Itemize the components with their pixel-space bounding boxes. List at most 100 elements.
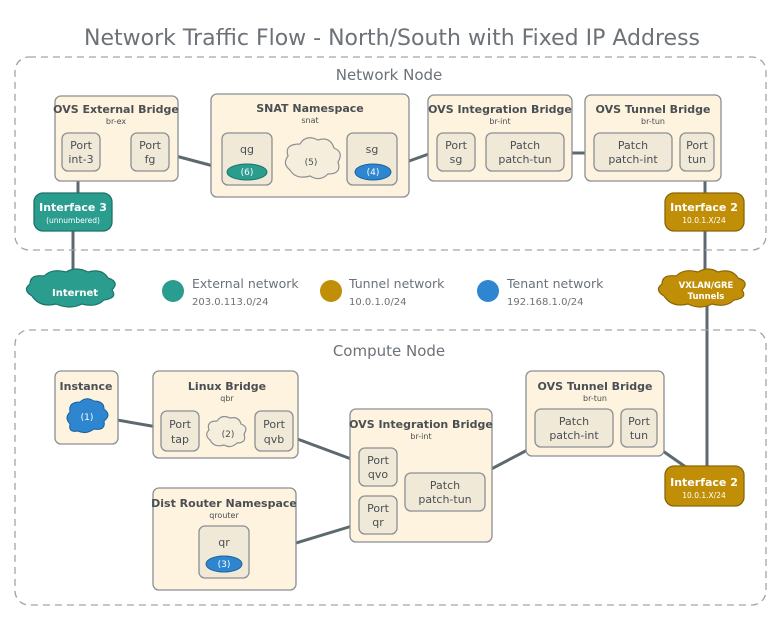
legend-external-cidr: 203.0.113.0/24	[192, 297, 269, 308]
net-iface2-title: Interface 2	[670, 201, 738, 214]
legend-tenant: Tenant network 192.168.1.0/24	[477, 276, 604, 308]
snat-num4: (4)	[367, 168, 380, 178]
cmp-int-qr-l1: Port	[367, 502, 389, 515]
cmp-int-patch-l1: Patch	[430, 479, 460, 492]
snat-sg: sg (4)	[346, 132, 398, 186]
cmp-int-qvo-l2: qvo	[368, 468, 388, 481]
cmp-int-patch-l2: patch-tun	[418, 493, 471, 506]
cmp-int-port-qr: Port qr	[358, 495, 398, 535]
linux-bridge-title: Linux Bridge	[188, 380, 266, 393]
cmp-iface2-sub: 10.0.1.X/24	[682, 491, 726, 500]
lb-num2: (2)	[222, 430, 235, 440]
cmp-tun-sub: br-tun	[583, 394, 607, 403]
legend-tenant-name: Tenant network	[506, 276, 604, 291]
linux-bridge: Linux Bridge qbr Port tap (2) Port qvb	[152, 370, 299, 459]
snat-cloud-6	[226, 163, 268, 181]
legend-tenant-cidr: 192.168.1.0/24	[507, 297, 584, 308]
iface3-title: Interface 3	[39, 201, 107, 214]
legend-tunnel-cidr: 10.0.1.0/24	[349, 297, 406, 308]
ovs-tunnel-bridge-compute: OVS Tunnel Bridge br-tun Patch patch-int…	[525, 370, 665, 457]
ovs-integration-bridge-compute: OVS Integration Bridge br-int Port qvo P…	[349, 408, 493, 543]
cmp-iface2-title: Interface 2	[670, 476, 738, 489]
net-int-patch-tun: Patch patch-tun	[485, 132, 565, 172]
iface3-sub: (unnumbered)	[46, 216, 100, 225]
port-fg-l2: fg	[145, 153, 156, 166]
diagram-title: Network Traffic Flow - North/South with …	[84, 26, 700, 51]
snat-sub: snat	[301, 116, 318, 125]
interface-2-network: Interface 2 10.0.1.X/24	[664, 192, 745, 232]
lb-port-tap: Port tap	[160, 410, 200, 452]
legend-external: External network 203.0.113.0/24	[162, 276, 299, 308]
net-tun-sub: br-tun	[641, 117, 665, 126]
instance-num1: (1)	[81, 413, 94, 423]
snat-title: SNAT Namespace	[256, 102, 364, 115]
network-node-container	[14, 56, 767, 251]
ext-bridge-sub: br-ex	[106, 117, 127, 126]
net-int-title: OVS Integration Bridge	[428, 103, 572, 116]
compute-node-label: Compute Node	[333, 342, 445, 360]
net-int-sub: br-int	[489, 117, 510, 126]
legend-tenant-swatch	[477, 280, 499, 302]
interface-3: Interface 3 (unnumbered)	[33, 192, 113, 232]
net-tun-port-tun: Port tun	[679, 132, 715, 172]
vxlan-cloud: VXLAN/GRE Tunnels	[657, 268, 746, 308]
cmp-tun-patch-l2: patch-int	[549, 429, 599, 442]
compute-node-container	[14, 329, 767, 606]
dist-router-qr: qr (3)	[198, 525, 250, 579]
lb-port-qvb-l1: Port	[263, 418, 285, 431]
legend-external-name: External network	[192, 276, 299, 291]
net-tun-patch-l1: Patch	[618, 139, 648, 152]
lb-port-tap-l2: tap	[171, 433, 189, 446]
dist-router-namespace: Dist Router Namespace qrouter qr (3)	[151, 487, 297, 591]
lb-port-qvb: Port qvb	[254, 410, 294, 452]
net-int-port-sg: Port sg	[436, 132, 476, 172]
snat-qg-label: qg	[240, 143, 254, 156]
interface-2-compute: Interface 2 10.0.1.X/24	[664, 465, 745, 507]
cmp-tun-patch-l1: Patch	[559, 415, 589, 428]
dist-router-title: Dist Router Namespace	[151, 497, 297, 510]
net-iface2-sub: 10.0.1.X/24	[682, 216, 726, 225]
lb-port-tap-l1: Port	[169, 418, 191, 431]
net-int-patch-l2: patch-tun	[498, 153, 551, 166]
ovs-external-bridge: OVS External Bridge br-ex Port int-3 Por…	[53, 95, 179, 182]
ovs-integration-bridge-network: OVS Integration Bridge br-int Port sg Pa…	[427, 94, 573, 182]
vxlan-l1: VXLAN/GRE	[679, 281, 734, 291]
snat-namespace: SNAT Namespace snat qg (6) (5) sg (4)	[210, 93, 410, 198]
dist-router-sub: qrouter	[209, 511, 239, 520]
snat-num6: (6)	[241, 168, 254, 178]
legend-tunnel: Tunnel network 10.0.1.0/24	[320, 276, 445, 308]
cmp-tun-title: OVS Tunnel Bridge	[538, 380, 653, 393]
lb-port-qvb-l2: qvb	[264, 433, 284, 446]
snat-cloud-4	[354, 163, 392, 181]
ext-bridge-title: OVS External Bridge	[53, 103, 179, 116]
cmp-tun-port-l2: tun	[630, 429, 648, 442]
port-int-3-l2: int-3	[68, 153, 93, 166]
snat-sg-label: sg	[366, 143, 379, 156]
port-int-3-l1: Port	[70, 139, 92, 152]
cmp-tun-port-tun: Port tun	[620, 408, 658, 448]
cmp-tun-port-l1: Port	[628, 415, 650, 428]
vxlan-l2: Tunnels	[688, 292, 725, 302]
legend-tunnel-name: Tunnel network	[348, 276, 445, 291]
net-int-port-sg-l1: Port	[445, 139, 467, 152]
instance-cloud-1	[66, 398, 109, 434]
net-tun-port-l1: Port	[686, 139, 708, 152]
cmp-int-patch-tun: Patch patch-tun	[404, 472, 486, 512]
cmp-int-qr-l2: qr	[372, 516, 384, 529]
snat-cloud-5: (5)	[284, 137, 341, 180]
ovs-tunnel-bridge-network: OVS Tunnel Bridge br-tun Patch patch-int…	[584, 94, 722, 182]
net-tun-title: OVS Tunnel Bridge	[596, 103, 711, 116]
linux-bridge-sub: qbr	[220, 394, 234, 403]
net-tun-port-l2: tun	[688, 153, 706, 166]
internet-label: Internet	[52, 288, 98, 299]
net-tun-patch-l2: patch-int	[608, 153, 658, 166]
port-fg: Port fg	[130, 132, 170, 172]
net-int-patch-l1: Patch	[510, 139, 540, 152]
legend-external-swatch	[162, 280, 184, 302]
lb-cloud-2: (2)	[206, 415, 247, 448]
snat-num5: (5)	[305, 158, 318, 168]
port-fg-l1: Port	[139, 139, 161, 152]
net-int-port-sg-l2: sg	[450, 153, 463, 166]
dist-router-qr-label: qr	[218, 536, 230, 549]
